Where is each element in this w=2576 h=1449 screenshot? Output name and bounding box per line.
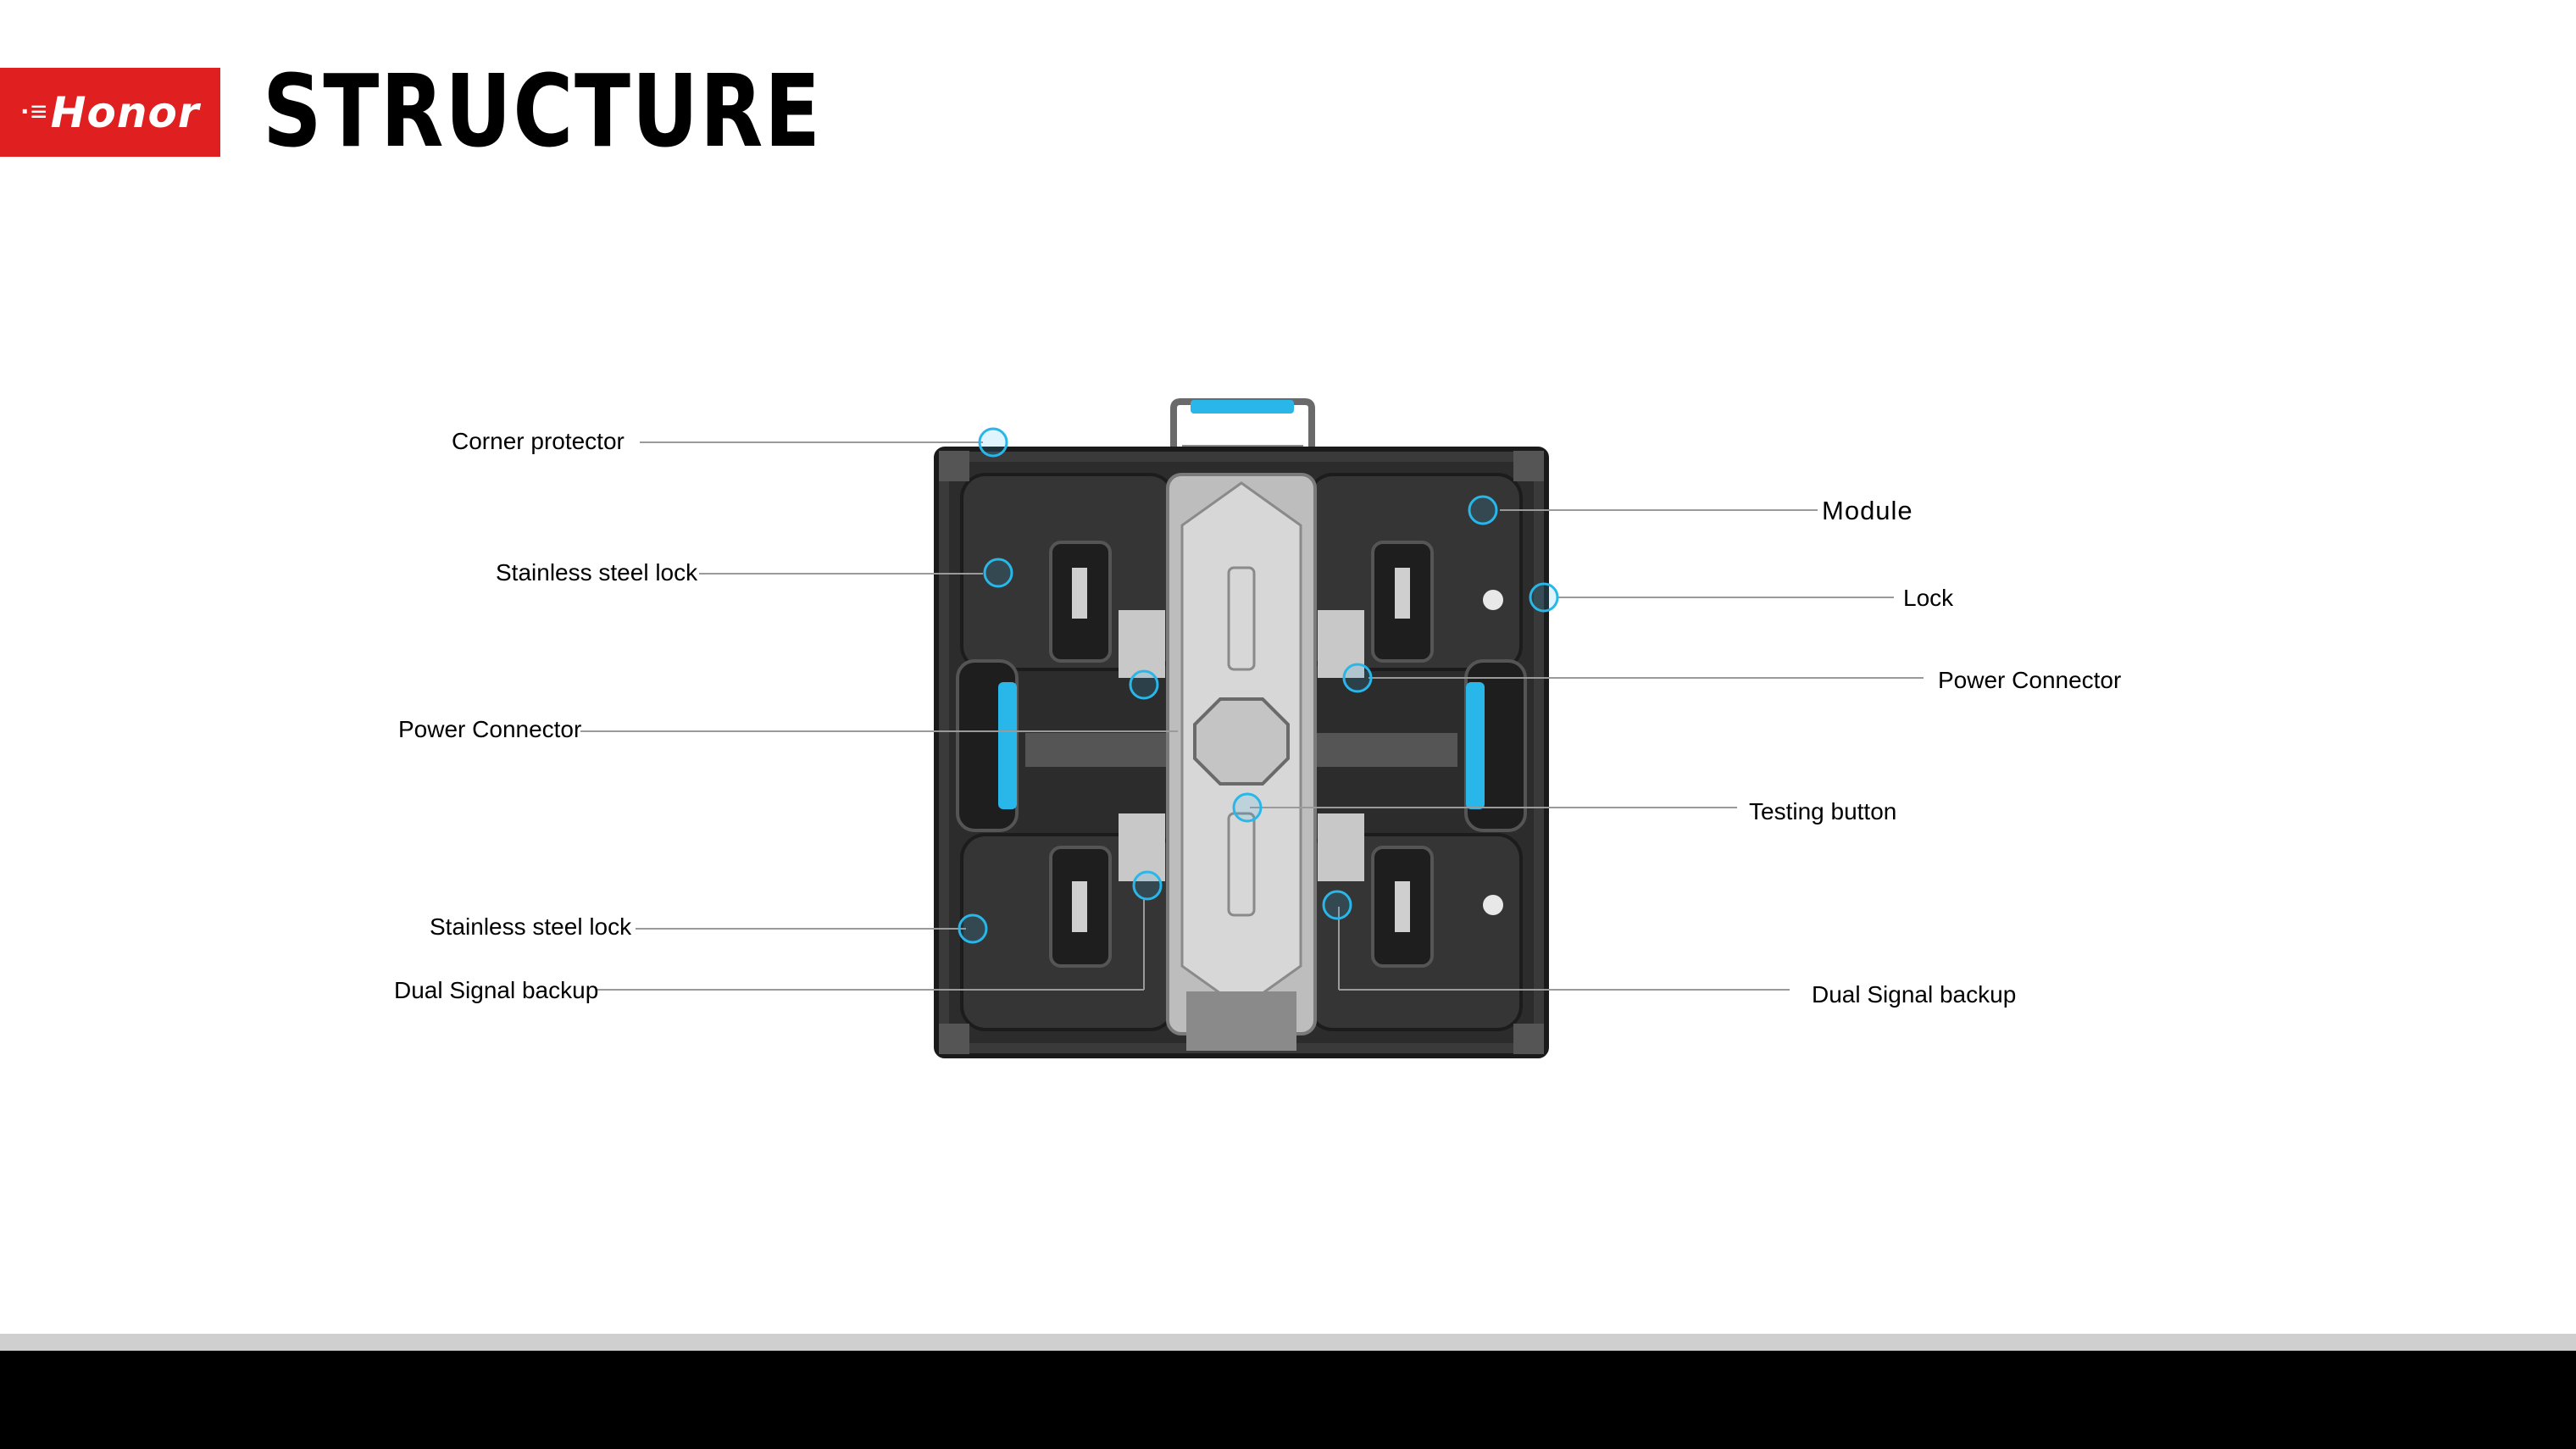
page-title: STRUCTURE [263, 53, 822, 169]
right-module-bottom [1307, 813, 1523, 1031]
label-dual-signal-right: Dual Signal backup [1812, 981, 2017, 1008]
right-module-top [1307, 473, 1523, 678]
left-module-bottom [960, 813, 1175, 1031]
label-stainless-lock-top: Stainless steel lock [496, 559, 698, 586]
label-stainless-lock-bottom: Stainless steel lock [430, 913, 632, 940]
right-side-handle [1313, 659, 1527, 832]
callout-markers [958, 427, 1559, 944]
footer-bar [0, 1351, 2576, 1449]
leader-lines [580, 441, 1924, 991]
label-corner-protector: Corner protector [452, 428, 625, 454]
brand-logo: ·≡ Honor [0, 68, 220, 157]
label-dual-signal-left: Dual Signal backup [394, 977, 599, 1003]
label-testing-button: Testing button [1749, 798, 1897, 824]
center-spine [1166, 473, 1317, 1051]
footer-divider [0, 1334, 2576, 1351]
label-lock: Lock [1903, 585, 1954, 611]
label-module: Module [1822, 496, 1913, 525]
label-power-connector-right: Power Connector [1938, 667, 2122, 693]
label-power-connector-left: Power Connector [398, 716, 582, 742]
left-side-handle [956, 659, 1169, 832]
corner-protectors [939, 451, 1544, 1054]
logo-text: Honor [50, 87, 200, 137]
logo-mark: ·≡ [20, 96, 47, 128]
